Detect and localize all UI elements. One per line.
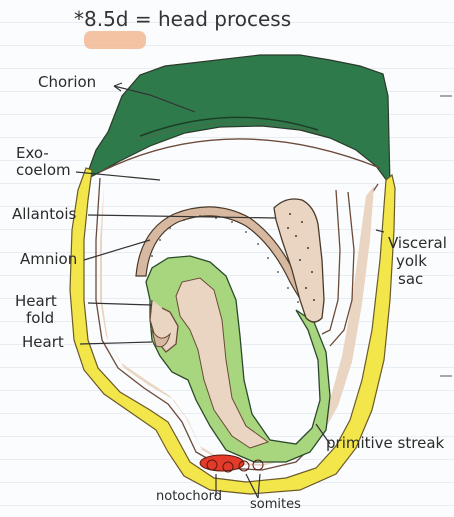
label-heart-fold-line2: fold (26, 311, 54, 326)
chorion-shape (85, 55, 390, 185)
label-visceral-line2: yolk (396, 254, 427, 269)
label-visceral-line1: Visceral (388, 236, 447, 251)
label-heart: Heart (22, 335, 64, 350)
diagram-title: *8.5d = head process (74, 9, 291, 29)
label-exocoelom-line1: Exo- (16, 146, 49, 161)
label-visceral-line3: sac (398, 272, 423, 287)
label-notochord: notochord (156, 490, 222, 503)
label-somites: somites (250, 498, 301, 511)
title-highlight (84, 31, 146, 49)
pointer-heart (80, 342, 152, 344)
label-heart-fold-line1: Heart (15, 294, 57, 309)
label-chorion: Chorion (38, 75, 96, 90)
notochord-mark (200, 455, 244, 471)
posterior-wall (322, 190, 340, 334)
label-primitive-streak: primitive streak (326, 436, 444, 451)
pointer-heart-fold (88, 303, 152, 305)
label-allantois: Allantois (12, 207, 76, 222)
label-amnion: Amnion (20, 252, 77, 267)
label-exocoelom-line2: coelom (16, 163, 71, 178)
